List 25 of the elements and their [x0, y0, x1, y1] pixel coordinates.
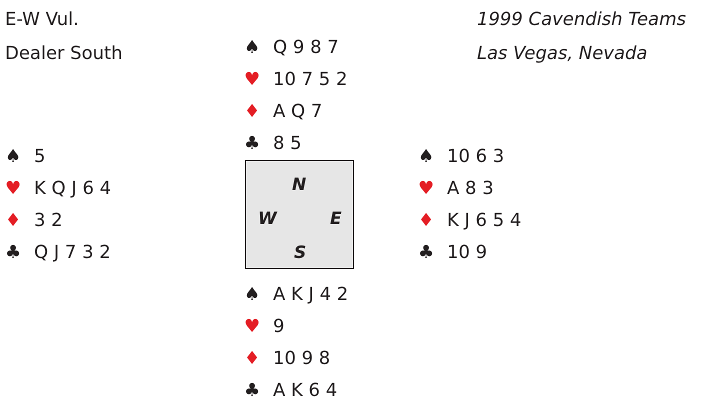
card-holding: ♠ Q 9 8 7 [244, 37, 339, 59]
card-holding: ♦ 10 9 8 [244, 348, 330, 370]
card-holding: ♠ 5 [5, 146, 46, 168]
compass-box [245, 160, 354, 269]
card-holding: ♥ A 8 3 [418, 178, 494, 200]
card-holding: ♣ Q J 7 3 2 [5, 242, 111, 264]
card-holding: ♥ 10 7 5 2 [244, 69, 348, 91]
deal-info: Dealer South [5, 43, 122, 65]
compass-letter: E [330, 209, 342, 229]
card-holding: ♣ 10 9 [418, 242, 488, 264]
compass-letter: W [258, 209, 277, 229]
card-holding: ♠ A K J 4 2 [244, 284, 348, 306]
card-holding: ♦ K J 6 5 4 [418, 210, 522, 232]
card-holding: ♣ A K 6 4 [244, 380, 338, 402]
card-holding: ♦ A Q 7 [244, 101, 322, 123]
compass-letter: S [294, 243, 306, 263]
event-info: Las Vegas, Nevada [477, 43, 648, 65]
card-holding: ♣ 8 5 [244, 133, 302, 155]
deal-info: E-W Vul. [5, 9, 79, 31]
card-holding: ♥ 9 [244, 316, 284, 338]
card-holding: ♠ 10 6 3 [418, 146, 504, 168]
card-holding: ♦ 3 2 [5, 210, 63, 232]
event-info: 1999 Cavendish Teams [477, 9, 686, 31]
card-holding: ♥ K Q J 6 4 [5, 178, 112, 200]
compass-letter: N [292, 175, 306, 195]
